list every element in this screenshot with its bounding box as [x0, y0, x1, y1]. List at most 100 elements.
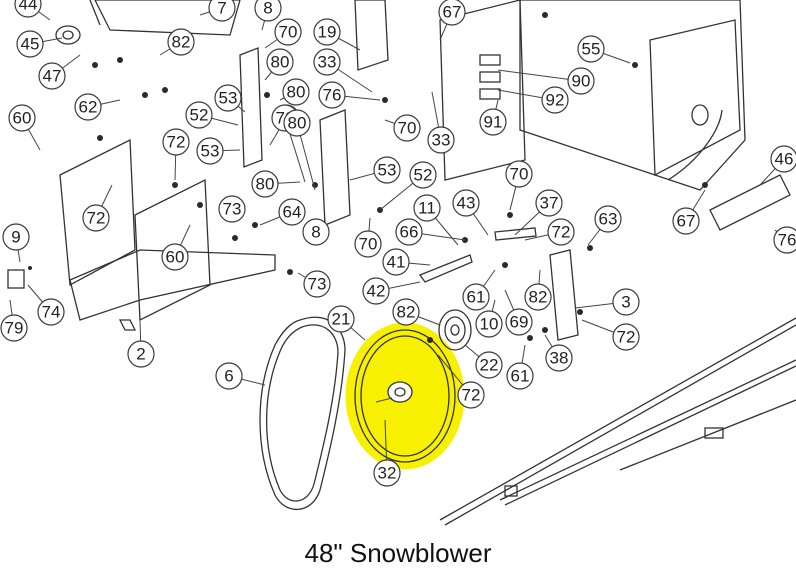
callout-circle — [535, 189, 563, 217]
callout-circle — [283, 109, 311, 137]
callout-45[interactable]: 45 — [16, 30, 44, 58]
callout-circle — [506, 362, 534, 390]
callout-label: 73 — [223, 200, 242, 219]
callout-label: 43 — [457, 194, 476, 213]
callout-80[interactable]: 80 — [282, 78, 310, 106]
callout-21[interactable]: 21 — [327, 305, 355, 333]
callout-label: 53 — [201, 142, 220, 161]
callout-46[interactable]: 46 — [770, 145, 796, 173]
callout-37[interactable]: 37 — [535, 189, 563, 217]
callout-circle — [457, 381, 485, 409]
callout-7[interactable]: 7 — [208, 0, 236, 22]
drive-belt — [259, 316, 346, 511]
callout-72[interactable]: 72 — [82, 204, 110, 232]
callout-8[interactable]: 8 — [254, 0, 282, 22]
callout-33[interactable]: 33 — [313, 48, 341, 76]
callout-32[interactable]: 32 — [373, 459, 401, 487]
callout-label: 66 — [400, 223, 419, 242]
callout-82[interactable]: 82 — [524, 283, 552, 311]
callout-60[interactable]: 60 — [161, 243, 189, 271]
callout-3[interactable]: 3 — [612, 288, 640, 316]
callout-76[interactable]: 76 — [773, 226, 796, 254]
callout-61[interactable]: 61 — [462, 283, 490, 311]
callout-label: 70 — [359, 235, 378, 254]
callout-circle — [215, 362, 243, 390]
callout-33[interactable]: 33 — [427, 126, 455, 154]
callout-2[interactable]: 2 — [127, 340, 155, 368]
callout-label: 21 — [332, 310, 351, 329]
callout-circle — [313, 48, 341, 76]
callout-47[interactable]: 47 — [38, 62, 66, 90]
callout-label: 11 — [418, 199, 436, 218]
callout-61[interactable]: 61 — [506, 362, 534, 390]
callout-67[interactable]: 67 — [438, 0, 466, 26]
callout-circle — [127, 340, 155, 368]
callout-circle — [770, 145, 796, 173]
callout-53[interactable]: 53 — [214, 84, 242, 112]
callout-8[interactable]: 8 — [302, 218, 330, 246]
callout-label: 37 — [540, 194, 559, 213]
callout-38[interactable]: 38 — [545, 344, 573, 372]
callout-circle — [475, 351, 503, 379]
callout-circle — [413, 194, 441, 222]
callout-60[interactable]: 60 — [8, 104, 36, 132]
callout-80[interactable]: 80 — [251, 170, 279, 198]
callout-91[interactable]: 91 — [479, 108, 507, 136]
callout-label: 82 — [172, 33, 191, 52]
callout-55[interactable]: 55 — [577, 35, 605, 63]
callout-label: 76 — [323, 86, 342, 105]
callout-70[interactable]: 70 — [354, 230, 382, 258]
callout-label: 33 — [432, 131, 451, 150]
callout-label: 46 — [775, 150, 794, 169]
callout-72[interactable]: 72 — [457, 381, 485, 409]
callout-69[interactable]: 69 — [505, 308, 533, 336]
callout-11[interactable]: 11 — [413, 194, 441, 222]
callout-67[interactable]: 67 — [672, 207, 700, 235]
callout-72[interactable]: 72 — [547, 218, 575, 246]
callout-82[interactable]: 82 — [392, 298, 420, 326]
callout-label: 2 — [136, 345, 145, 364]
callout-41[interactable]: 41 — [382, 248, 410, 276]
callout-72[interactable]: 72 — [612, 323, 640, 351]
callout-80[interactable]: 80 — [266, 48, 294, 76]
callout-73[interactable]: 73 — [303, 270, 331, 298]
callout-circle — [0, 314, 28, 342]
callout-44[interactable]: 44 — [14, 0, 42, 18]
callout-70[interactable]: 70 — [505, 160, 533, 188]
callout-72[interactable]: 72 — [162, 128, 190, 156]
callout-42[interactable]: 42 — [362, 277, 390, 305]
callout-70[interactable]: 70 — [393, 114, 421, 142]
callout-10[interactable]: 10 — [475, 310, 503, 338]
callout-circle — [218, 195, 246, 223]
callout-53[interactable]: 53 — [373, 156, 401, 184]
callout-22[interactable]: 22 — [475, 351, 503, 379]
callout-label: 80 — [287, 83, 306, 102]
callout-90[interactable]: 90 — [567, 67, 595, 95]
callout-9[interactable]: 9 — [2, 223, 30, 251]
callout-label: 52 — [190, 106, 209, 125]
callout-92[interactable]: 92 — [541, 86, 569, 114]
callout-circle — [505, 308, 533, 336]
callout-82[interactable]: 82 — [167, 28, 195, 56]
callout-label: 44 — [19, 0, 38, 14]
callout-53[interactable]: 53 — [196, 137, 224, 165]
callout-73[interactable]: 73 — [218, 195, 246, 223]
callout-80[interactable]: 80 — [283, 109, 311, 137]
callout-76[interactable]: 76 — [318, 81, 346, 109]
callout-62[interactable]: 62 — [74, 93, 102, 121]
callout-74[interactable]: 74 — [37, 298, 65, 326]
callout-6[interactable]: 6 — [215, 362, 243, 390]
callout-70[interactable]: 70 — [274, 18, 302, 46]
callout-52[interactable]: 52 — [409, 161, 437, 189]
callout-79[interactable]: 79 — [0, 314, 28, 342]
callout-label: 32 — [378, 464, 397, 483]
callout-circle — [167, 28, 195, 56]
callout-64[interactable]: 64 — [278, 198, 306, 226]
callout-43[interactable]: 43 — [452, 189, 480, 217]
callout-52[interactable]: 52 — [185, 101, 213, 129]
callout-66[interactable]: 66 — [395, 218, 423, 246]
callout-63[interactable]: 63 — [594, 205, 622, 233]
callout-label: 72 — [617, 328, 636, 347]
callout-19[interactable]: 19 — [313, 18, 341, 46]
callout-label: 47 — [43, 67, 62, 86]
